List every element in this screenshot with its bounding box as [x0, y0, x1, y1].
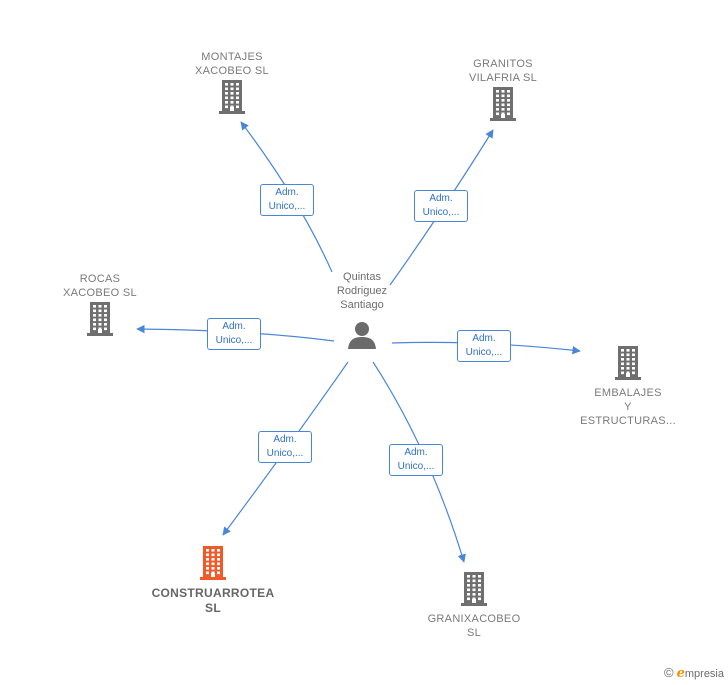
person-node[interactable]: Quintas Rodriguez Santiago: [322, 270, 402, 354]
person-name: Quintas Rodriguez Santiago: [336, 271, 388, 311]
relation-label-granixacobeo[interactable]: Adm. Unico,...: [389, 444, 443, 476]
company-node-construarrotea[interactable]: CONSTRUARROTEA SL: [138, 544, 288, 616]
relation-label-rocas[interactable]: Adm. Unico,...: [207, 318, 261, 350]
brand-footer: ©empresia: [664, 665, 724, 681]
person-icon: [348, 322, 376, 349]
company-name: GRANIXACOBEO SL: [427, 613, 521, 639]
relation-label-granitos[interactable]: Adm. Unico,...: [414, 190, 468, 222]
building-icon: [219, 80, 245, 114]
company-node-embalajes[interactable]: EMBALAJES Y ESTRUCTURAS...: [572, 344, 684, 428]
brand-name: mpresia: [684, 668, 724, 680]
building-icon: [490, 87, 516, 121]
company-name: GRANITOS VILAFRIA SL: [468, 58, 538, 84]
building-icon: [200, 546, 226, 580]
copyright-symbol: ©: [664, 665, 674, 680]
brand-initial: e: [676, 666, 685, 681]
company-node-montajes[interactable]: MONTAJES XACOBEO SL: [182, 50, 282, 118]
relation-label-montajes[interactable]: Adm. Unico,...: [260, 184, 314, 216]
company-node-granixacobeo[interactable]: GRANIXACOBEO SL: [419, 570, 529, 640]
relation-label-embalajes[interactable]: Adm. Unico,...: [457, 330, 511, 362]
building-icon: [615, 346, 641, 380]
company-name: ROCAS XACOBEO SL: [63, 273, 137, 299]
company-node-rocas[interactable]: ROCAS XACOBEO SL: [50, 272, 150, 340]
company-name: MONTAJES XACOBEO SL: [195, 51, 269, 77]
relation-label-construarrotea[interactable]: Adm. Unico,...: [258, 431, 312, 463]
building-icon: [461, 572, 487, 606]
company-name: EMBALAJES Y ESTRUCTURAS...: [580, 387, 676, 427]
company-name: CONSTRUARROTEA SL: [151, 586, 275, 615]
company-node-granitos[interactable]: GRANITOS VILAFRIA SL: [453, 57, 553, 125]
building-icon: [87, 302, 113, 336]
